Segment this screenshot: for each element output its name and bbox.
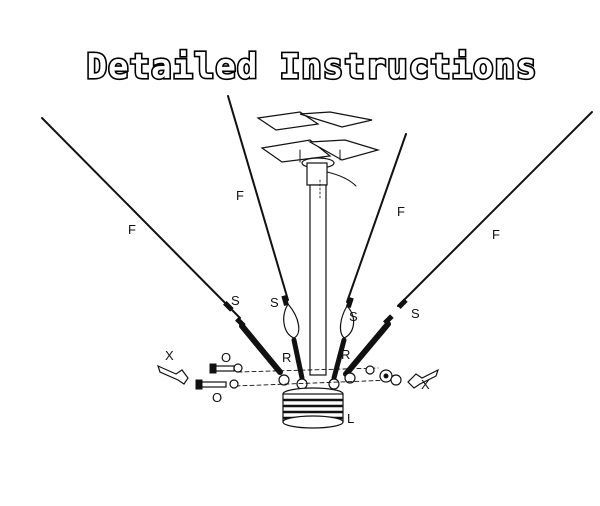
solar-panel-icon bbox=[256, 111, 381, 163]
wrench-icon bbox=[157, 364, 440, 389]
label-wrench-left: X bbox=[165, 348, 174, 363]
base-drum bbox=[282, 387, 344, 429]
label-thimble-1: S bbox=[231, 293, 240, 308]
label-cable-left: F bbox=[128, 222, 136, 237]
label-cable-right: F bbox=[492, 227, 500, 242]
label-thimble-4: S bbox=[411, 306, 420, 321]
label-thimble-3: S bbox=[349, 309, 358, 324]
label-wrench-right: X bbox=[421, 377, 430, 392]
alignment-lines bbox=[235, 367, 393, 387]
guy-cables bbox=[41, 95, 593, 319]
label-bolt-top: O bbox=[221, 350, 231, 365]
label-turnbuckle-right: R bbox=[341, 347, 350, 362]
label-cable-center-left: F bbox=[236, 188, 244, 203]
label-bolt-bottom: O bbox=[212, 390, 222, 405]
label-base: L bbox=[347, 411, 354, 426]
mast-pole bbox=[301, 157, 357, 376]
turnbuckles bbox=[239, 321, 391, 381]
nut-icon bbox=[365, 365, 402, 386]
label-turnbuckle-left: R bbox=[282, 350, 291, 365]
page-title: Detailed Instructions bbox=[87, 47, 538, 87]
part-labels: F F F F S S S S R R X X O O L bbox=[128, 188, 500, 426]
bolt-icon bbox=[195, 363, 243, 390]
label-cable-center-right: F bbox=[397, 204, 405, 219]
label-thimble-2: S bbox=[270, 295, 279, 310]
